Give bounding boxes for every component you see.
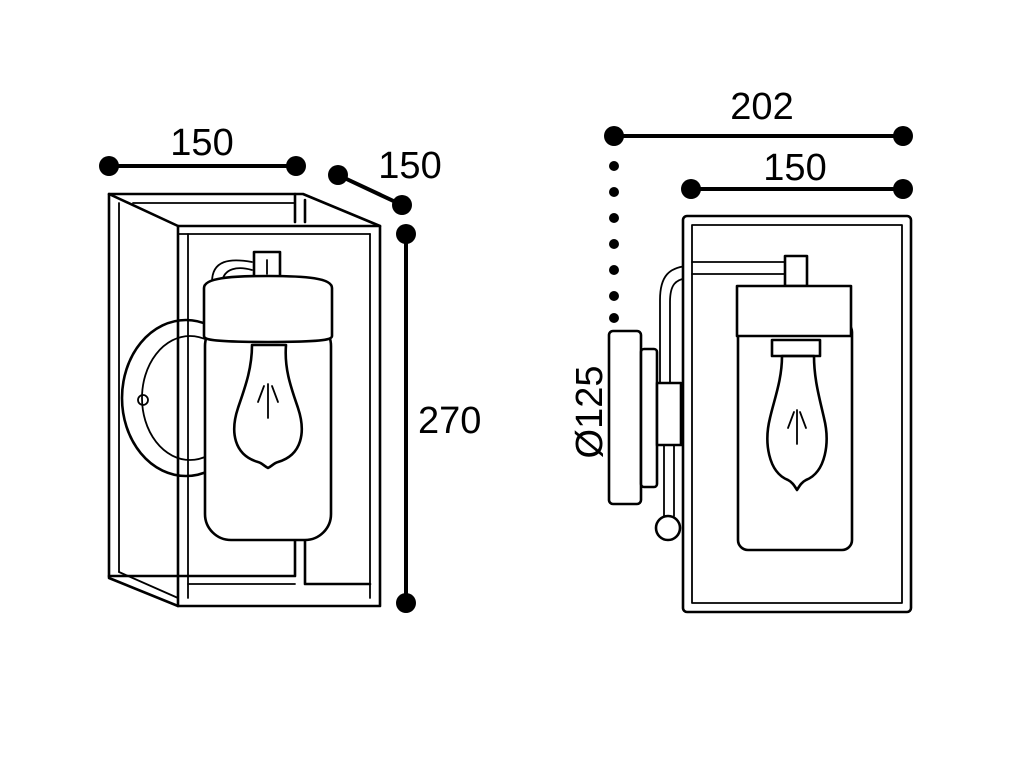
front-width-label: 150: [170, 122, 233, 164]
light-bulb-icon: [232, 343, 304, 470]
lantern-side-view: 202 150 Ø125: [569, 86, 913, 614]
side-glass-shade: [735, 284, 854, 552]
front-depth-label: 150: [378, 145, 441, 187]
dimension-front-height: 270: [396, 224, 481, 613]
side-base-diameter-label: Ø125: [569, 366, 611, 459]
dimension-side-overall-width: 202: [604, 86, 913, 146]
dotted-leader-line: [609, 161, 619, 323]
cage-frame: [107, 192, 382, 608]
side-mount-arm: [654, 265, 687, 542]
side-light-bulb-icon: [766, 354, 828, 492]
dimension-front-depth: 150: [328, 145, 442, 215]
glass-shade: [202, 274, 334, 542]
side-box-width-label: 150: [763, 147, 826, 189]
dimension-side-box-width: 150: [681, 147, 913, 199]
side-overall-width-label: 202: [730, 86, 793, 128]
wall-plate: [607, 329, 683, 506]
front-height-label: 270: [418, 400, 481, 442]
dimension-front-width: 150: [99, 122, 306, 176]
lantern-front-view: 150 150 270: [99, 122, 481, 613]
